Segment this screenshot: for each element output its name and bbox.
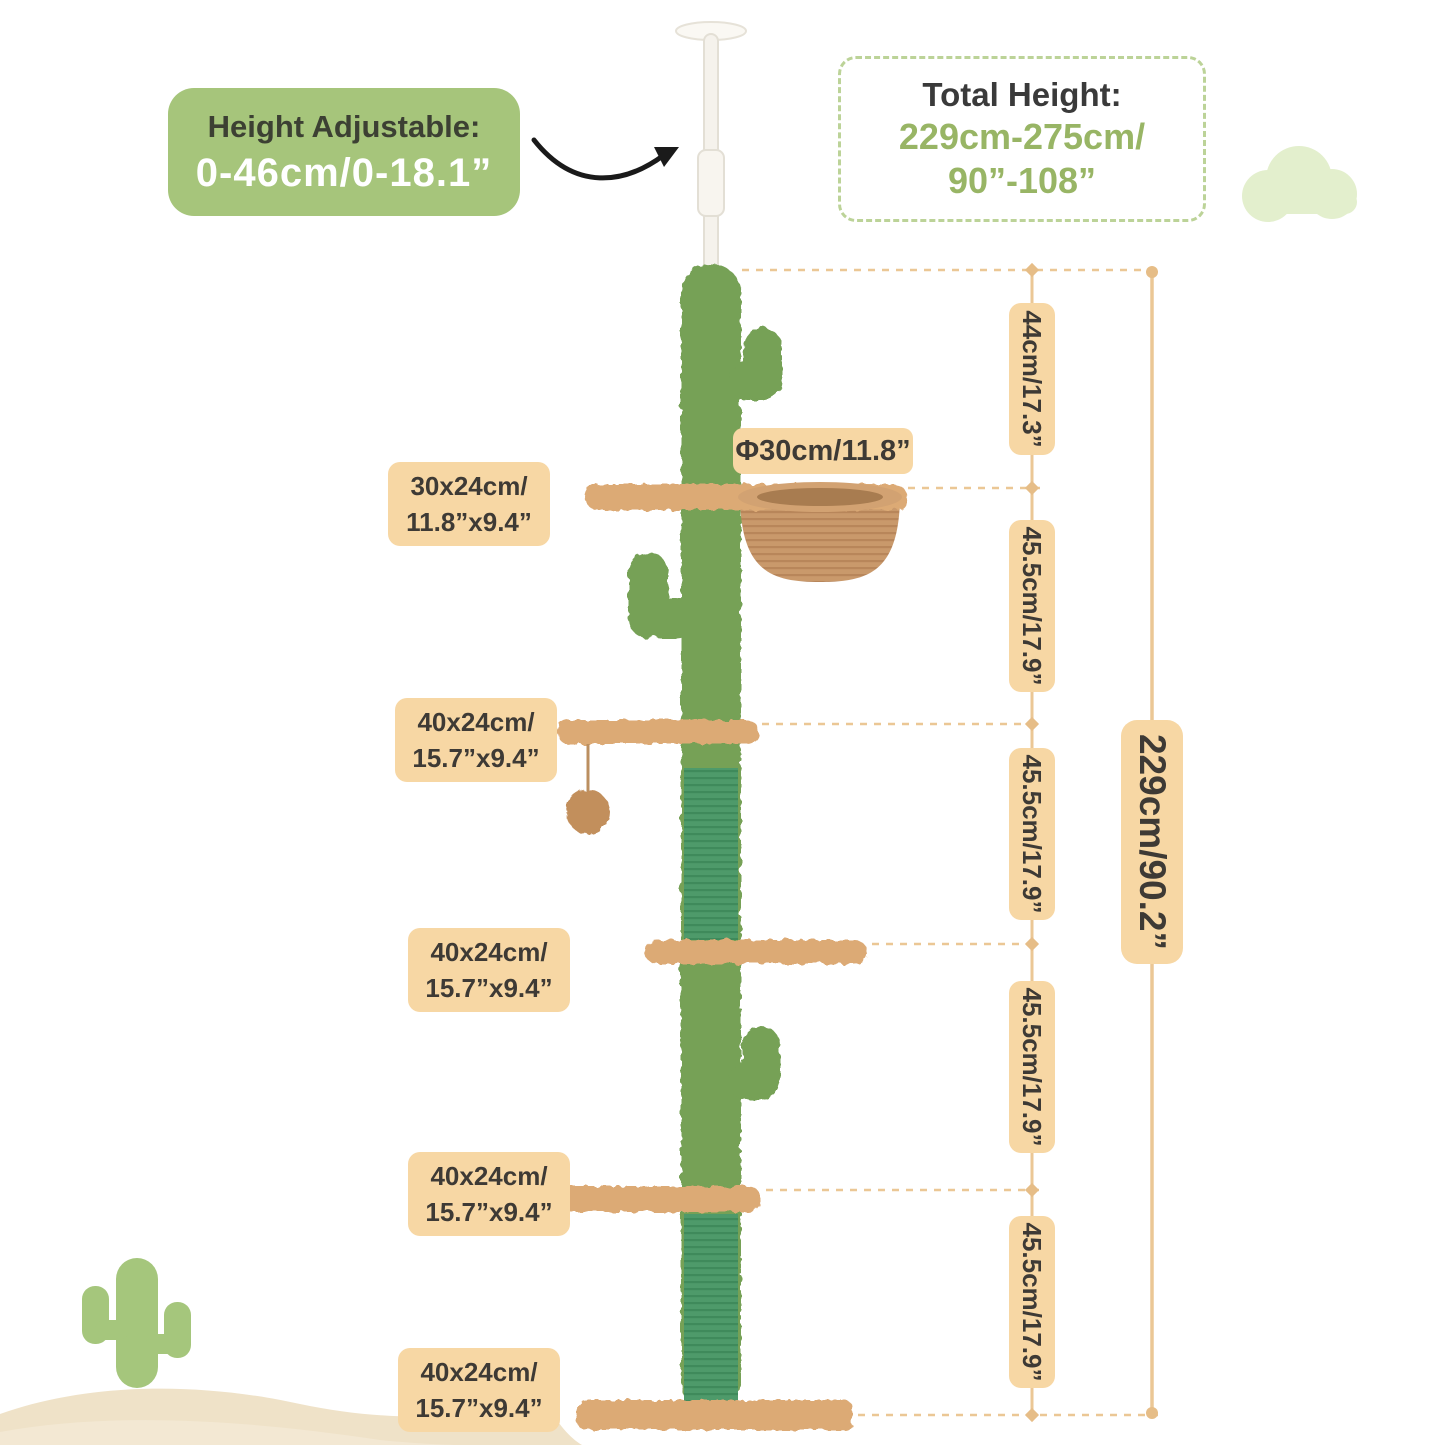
- segment-label-text: 45.5cm/17.9”: [1017, 1222, 1048, 1382]
- segment-label-3: 45.5cm/17.9”: [1009, 748, 1055, 920]
- scratching-post-upper: [684, 768, 738, 940]
- total-height-title: Total Height:: [922, 76, 1122, 113]
- platform-label-line2: 11.8”x9.4”: [406, 507, 532, 537]
- total-height-box: Total Height: 229cm-275cm/ 90”-108”: [838, 56, 1206, 222]
- segment-label-text: 45.5cm/17.9”: [1017, 754, 1048, 914]
- height-adjustable-badge: Height Adjustable: 0-46cm/0-18.1”: [168, 88, 520, 216]
- hammock-diameter-label: Φ30cm/11.8”: [733, 428, 913, 474]
- platform-label-base: 40x24cm/ 15.7”x9.4”: [398, 1348, 560, 1432]
- segment-label-text: 44cm/17.3”: [1017, 310, 1048, 448]
- segment-label-text: 45.5cm/17.9”: [1017, 526, 1048, 686]
- cactus-icon: [82, 1258, 191, 1388]
- segment-label-text: 45.5cm/17.9”: [1017, 987, 1048, 1147]
- platform-label-line1: 40x24cm/: [420, 1356, 538, 1387]
- platform-label-line1: 40x24cm/: [430, 936, 548, 967]
- hammock-basket: [740, 500, 900, 582]
- tension-pole-sleeve: [697, 149, 725, 217]
- platform-second: [557, 720, 759, 744]
- segment-label-5: 45.5cm/17.9”: [1009, 1216, 1055, 1388]
- platform-label-line1: 40x24cm/: [430, 1160, 548, 1191]
- arrow: [531, 137, 679, 181]
- segment-label-4: 45.5cm/17.9”: [1009, 981, 1055, 1153]
- platform-third: [645, 940, 867, 964]
- toy-ball: [566, 790, 610, 834]
- scratching-post-lower: [684, 1214, 738, 1404]
- base-board: [577, 1400, 853, 1430]
- platform-label-top: 30x24cm/ 11.8”x9.4”: [388, 462, 550, 546]
- platform-label-second: 40x24cm/ 15.7”x9.4”: [395, 698, 557, 782]
- cactus-arm-middle: [628, 552, 696, 638]
- total-height-range-in: 90”-108”: [947, 160, 1097, 201]
- hammock-diameter-text: Φ30cm/11.8”: [735, 434, 911, 467]
- cat-tree: [551, 21, 907, 1430]
- segment-label-2: 45.5cm/17.9”: [1009, 520, 1055, 692]
- platform-label-line1: 30x24cm/: [410, 470, 528, 501]
- height-adjustable-value: 0-46cm/0-18.1”: [195, 150, 493, 195]
- platform-label-line1: 40x24cm/: [417, 706, 535, 737]
- platform-label-line2: 15.7”x9.4”: [425, 1197, 553, 1227]
- platform-label-line2: 15.7”x9.4”: [425, 973, 553, 1003]
- platform-label-fourth: 40x24cm/ 15.7”x9.4”: [408, 1152, 570, 1236]
- total-height-dimension-text: 229cm/90.2”: [1132, 733, 1173, 950]
- cactus-arm-lower: [728, 1026, 780, 1100]
- platform-label-third: 40x24cm/ 15.7”x9.4”: [408, 928, 570, 1012]
- platform-label-line2: 15.7”x9.4”: [412, 743, 540, 773]
- height-adjustable-title: Height Adjustable:: [207, 108, 481, 144]
- total-height-range-cm: 229cm-275cm/: [898, 116, 1146, 157]
- hammock-inside: [757, 488, 883, 506]
- cactus-arm-top: [728, 328, 782, 400]
- platform-fourth: [551, 1186, 761, 1212]
- cloud-icon: [1242, 146, 1357, 222]
- platform-label-line2: 15.7”x9.4”: [415, 1393, 543, 1423]
- total-height-dimension-label: 229cm/90.2”: [1121, 720, 1183, 964]
- segment-label-1: 44cm/17.3”: [1009, 303, 1055, 455]
